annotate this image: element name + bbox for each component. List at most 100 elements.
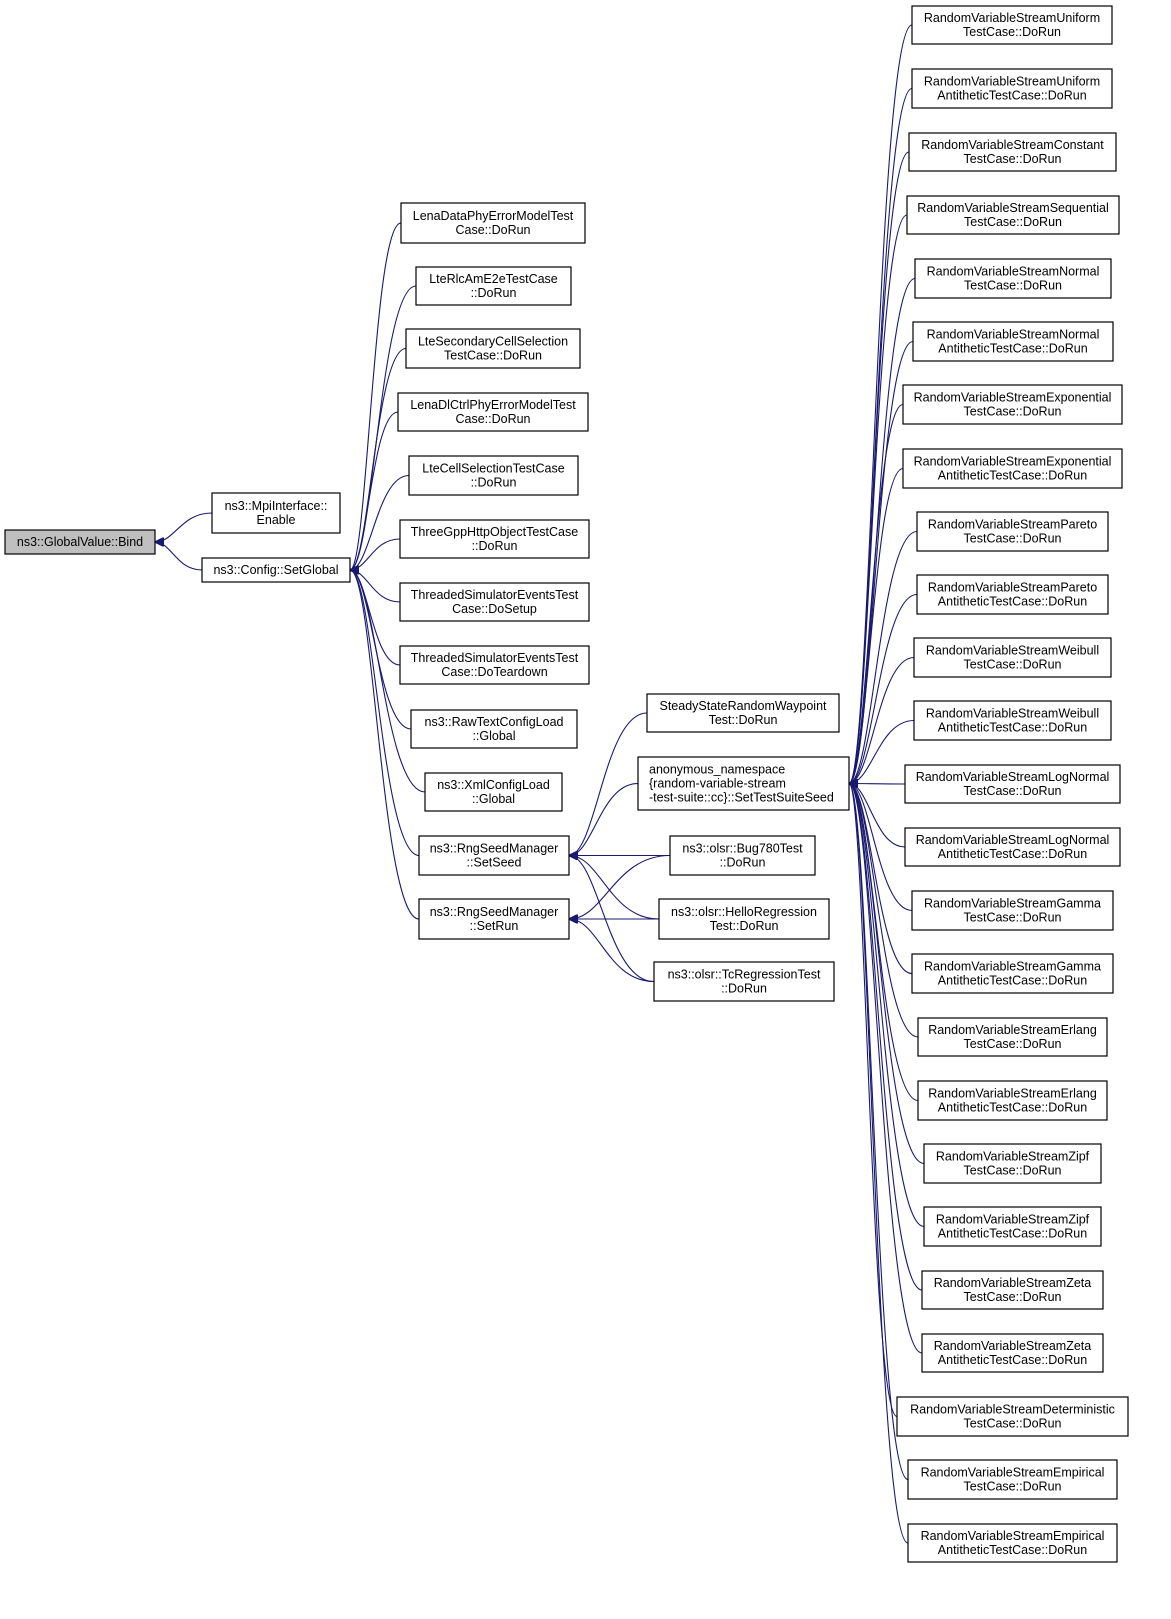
- node-box[interactable]: [653, 961, 835, 1002]
- node-r03[interactable]: RandomVariableStreamConstantTestCase::Do…: [908, 132, 1117, 172]
- node-label: AntitheticTestCase::DoRun: [938, 974, 1087, 988]
- node-r23[interactable]: RandomVariableStreamDeterministicTestCas…: [896, 1396, 1129, 1437]
- node-box[interactable]: [911, 953, 1114, 994]
- node-box[interactable]: [424, 772, 563, 812]
- node-anon[interactable]: anonymous_namespace{random-variable-stre…: [637, 756, 850, 811]
- node-box[interactable]: [904, 827, 1121, 867]
- node-box[interactable]: [418, 835, 570, 876]
- node-box[interactable]: [399, 519, 590, 559]
- node-box[interactable]: [637, 756, 850, 811]
- node-box[interactable]: [923, 1143, 1102, 1184]
- node-box[interactable]: [911, 890, 1114, 931]
- node-threaded_teardown[interactable]: ThreadedSimulatorEventsTestCase::DoTeard…: [399, 645, 590, 685]
- node-box[interactable]: [913, 700, 1112, 741]
- node-r02[interactable]: RandomVariableStreamUniformAntitheticTes…: [911, 68, 1113, 109]
- node-three_gpp[interactable]: ThreeGppHttpObjectTestCase::DoRun: [399, 519, 590, 559]
- node-box[interactable]: [896, 1396, 1129, 1437]
- node-label: RandomVariableStreamUniform: [924, 75, 1100, 89]
- node-box[interactable]: [397, 392, 589, 432]
- node-box[interactable]: [408, 455, 579, 496]
- node-r09[interactable]: RandomVariableStreamParetoTestCase::DoRu…: [916, 511, 1109, 552]
- node-rawtext[interactable]: ns3::RawTextConfigLoad::Global: [410, 709, 578, 749]
- node-r24[interactable]: RandomVariableStreamEmpiricalTestCase::D…: [907, 1459, 1118, 1500]
- node-r12[interactable]: RandomVariableStreamWeibullAntitheticTes…: [913, 700, 1112, 741]
- node-box[interactable]: [911, 5, 1113, 45]
- node-setseed[interactable]: ns3::RngSeedManager::SetSeed: [418, 835, 570, 876]
- node-box[interactable]: [400, 202, 586, 244]
- node-bind[interactable]: ns3::GlobalValue::Bind: [4, 529, 156, 555]
- node-box[interactable]: [669, 835, 816, 876]
- node-mpi[interactable]: ns3::MpiInterface::Enable: [211, 492, 341, 534]
- node-r17[interactable]: RandomVariableStreamErlangTestCase::DoRu…: [917, 1017, 1108, 1057]
- node-r13[interactable]: RandomVariableStreamLogNormalTestCase::D…: [904, 764, 1121, 804]
- node-xml[interactable]: ns3::XmlConfigLoad::Global: [424, 772, 563, 812]
- node-box[interactable]: [917, 1017, 1108, 1057]
- node-tc[interactable]: ns3::olsr::TcRegressionTest::DoRun: [653, 961, 835, 1002]
- node-box[interactable]: [908, 132, 1117, 172]
- node-box[interactable]: [917, 1080, 1108, 1121]
- node-lte_cell[interactable]: LteCellSelectionTestCase::DoRun: [408, 455, 579, 496]
- node-box[interactable]: [916, 511, 1109, 552]
- node-r07[interactable]: RandomVariableStreamExponentialTestCase:…: [902, 384, 1123, 425]
- node-r20[interactable]: RandomVariableStreamZipfAntitheticTestCa…: [923, 1206, 1102, 1247]
- node-box[interactable]: [658, 898, 830, 940]
- node-box[interactable]: [923, 1206, 1102, 1247]
- node-label: AntitheticTestCase::DoRun: [938, 469, 1087, 483]
- node-r16[interactable]: RandomVariableStreamGammaAntitheticTestC…: [911, 953, 1114, 994]
- node-box[interactable]: [904, 764, 1121, 804]
- node-setglobal[interactable]: ns3::Config::SetGlobal: [201, 557, 351, 583]
- node-box[interactable]: [902, 448, 1123, 489]
- node-r14[interactable]: RandomVariableStreamLogNormalAntitheticT…: [904, 827, 1121, 867]
- node-r05[interactable]: RandomVariableStreamNormalTestCase::DoRu…: [914, 258, 1112, 299]
- node-r10[interactable]: RandomVariableStreamParetoAntitheticTest…: [916, 574, 1109, 615]
- node-box[interactable]: [907, 1459, 1118, 1500]
- node-box[interactable]: [4, 529, 156, 555]
- node-box[interactable]: [913, 637, 1112, 678]
- node-r18[interactable]: RandomVariableStreamErlangAntitheticTest…: [917, 1080, 1108, 1121]
- node-box[interactable]: [399, 582, 590, 622]
- node-label: TestCase::DoRun: [964, 152, 1062, 166]
- node-box[interactable]: [907, 1523, 1118, 1563]
- node-box[interactable]: [201, 557, 351, 583]
- node-box[interactable]: [921, 1270, 1104, 1310]
- node-box[interactable]: [399, 645, 590, 685]
- node-r06[interactable]: RandomVariableStreamNormalAntitheticTest…: [912, 321, 1114, 362]
- node-r04[interactable]: RandomVariableStreamSequentialTestCase::…: [906, 195, 1120, 235]
- node-box[interactable]: [921, 1333, 1104, 1373]
- node-box[interactable]: [410, 709, 578, 749]
- node-label: ::SetSeed: [467, 856, 522, 870]
- node-label: RandomVariableStreamZipf: [936, 1213, 1090, 1227]
- node-label: ::Global: [472, 792, 515, 806]
- node-label: RandomVariableStreamNormal: [927, 265, 1100, 279]
- node-box[interactable]: [912, 321, 1114, 362]
- node-box[interactable]: [916, 574, 1109, 615]
- node-box[interactable]: [418, 898, 570, 940]
- node-r22[interactable]: RandomVariableStreamZetaAntitheticTestCa…: [921, 1333, 1104, 1373]
- node-label: AntitheticTestCase::DoRun: [938, 1353, 1087, 1367]
- node-box[interactable]: [415, 266, 572, 306]
- node-lte_rlc[interactable]: LteRlcAmE2eTestCase::DoRun: [415, 266, 572, 306]
- node-r08[interactable]: RandomVariableStreamExponentialAntitheti…: [902, 448, 1123, 489]
- node-r01[interactable]: RandomVariableStreamUniformTestCase::DoR…: [911, 5, 1113, 45]
- node-label: LteCellSelectionTestCase: [422, 462, 564, 476]
- node-box[interactable]: [914, 258, 1112, 299]
- node-box[interactable]: [646, 693, 840, 733]
- node-r25[interactable]: RandomVariableStreamEmpiricalAntitheticT…: [907, 1523, 1118, 1563]
- node-box[interactable]: [211, 492, 341, 534]
- node-box[interactable]: [911, 68, 1113, 109]
- node-setrun[interactable]: ns3::RngSeedManager::SetRun: [418, 898, 570, 940]
- node-box[interactable]: [405, 328, 581, 369]
- node-bug780[interactable]: ns3::olsr::Bug780Test::DoRun: [669, 835, 816, 876]
- node-box[interactable]: [906, 195, 1120, 235]
- node-box[interactable]: [902, 384, 1123, 425]
- node-r11[interactable]: RandomVariableStreamWeibullTestCase::DoR…: [913, 637, 1112, 678]
